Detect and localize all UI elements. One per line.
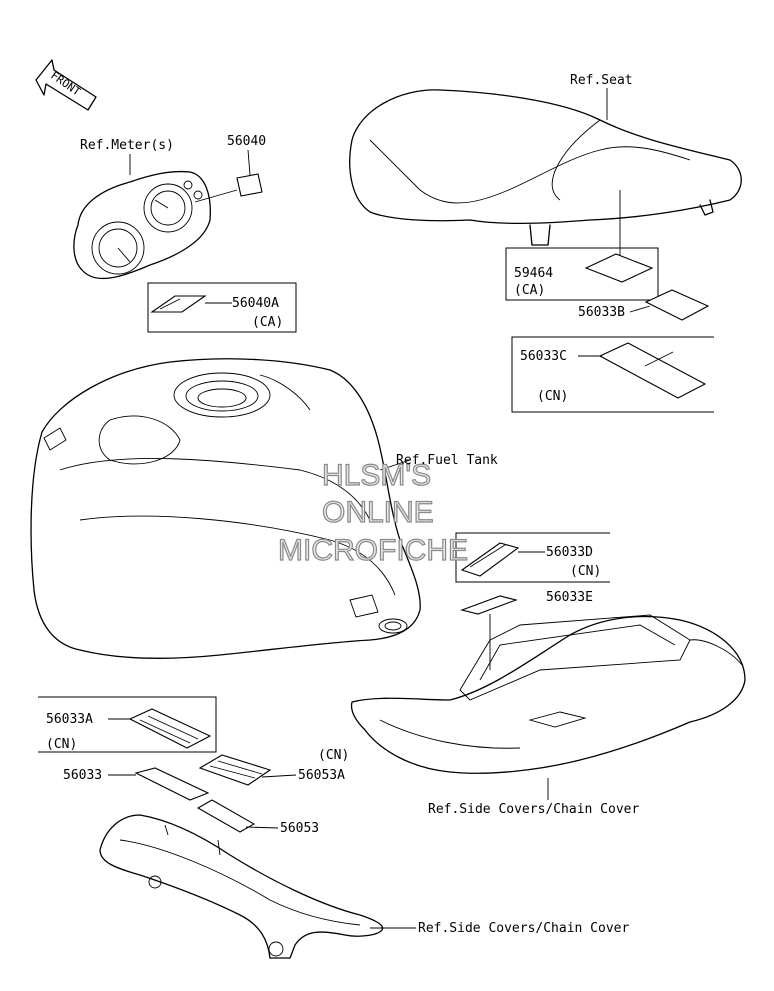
decal-56033a [128,708,212,749]
side-cover-part [350,614,746,774]
label-ref-meter: Ref.Meter(s) [80,138,174,153]
box-56033d [455,532,610,583]
fuel-tank-part [30,358,421,659]
decal-56033e [460,595,518,615]
label-cn-2: (CN) [570,564,601,579]
label-56033d: 56033D [546,545,593,560]
decal-56033c [598,342,707,399]
label-56033a: 56033A [46,712,93,727]
label-56053: 56053 [280,821,319,836]
label-cn-3: (CN) [46,737,77,752]
label-ref-seat: Ref.Seat [570,73,633,88]
label-cn-1: (CN) [537,389,568,404]
label-56040: 56040 [227,134,266,149]
decal-56040 [236,173,263,197]
label-cn-4: (CN) [318,748,349,763]
decal-56033 [134,767,210,801]
box-56040a [147,282,297,333]
watermark-line-2: ONLINE [322,496,434,529]
box-56033c [511,336,714,413]
label-56033e: 56033E [546,590,593,605]
label-ca-1: (CA) [252,315,283,330]
decal-56040a [150,295,207,313]
label-59464: 59464 [514,266,553,281]
watermark-line-1: HLSM'S [322,459,431,492]
label-56053a: 56053A [298,768,345,783]
meter-cluster-part [73,170,211,280]
label-ca-2: (CA) [514,283,545,298]
label-56033b: 56033B [578,305,625,320]
box-56033a [38,696,217,753]
watermark-line-3: MICROFICHE [278,534,468,567]
label-ref-side-covers-2: Ref.Side Covers/Chain Cover [418,921,629,936]
decal-59464 [584,253,654,283]
decal-56053a [198,754,272,786]
front-arrow-label: FRONT [48,69,83,99]
label-56040a: 56040A [232,296,279,311]
label-ref-fuel-tank: Ref.Fuel Tank [396,453,498,468]
label-56033c: 56033C [520,349,567,364]
decal-56053 [196,799,256,833]
front-arrow-icon: FRONT [35,59,97,111]
decal-56033b [644,289,710,321]
box-59464 [505,247,659,301]
chain-cover-part [99,814,384,959]
label-56033: 56033 [63,768,102,783]
decal-56033d [460,542,520,577]
seat-part [349,89,742,246]
label-ref-side-covers-1: Ref.Side Covers/Chain Cover [428,802,639,817]
